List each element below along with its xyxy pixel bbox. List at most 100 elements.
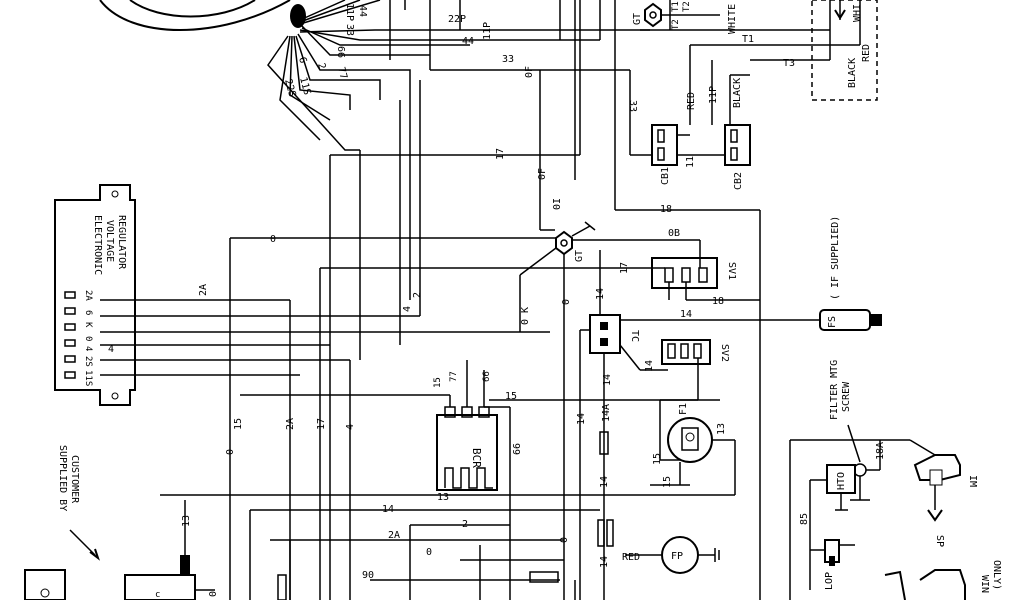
f1-label: F1: [678, 403, 689, 415]
circuit-breakers: CB1 CB2 11 RED 11P BLACK: [651, 45, 751, 190]
sp-label: SP: [934, 535, 945, 547]
wire-17: 17: [495, 148, 506, 160]
wire-14-top: 14: [595, 288, 606, 300]
label-11s: 11S: [297, 76, 312, 96]
hto-label: HTO: [836, 472, 847, 490]
wire-2a-lower: 2A: [285, 418, 296, 430]
harness-fan: [267, 0, 650, 300]
wire-11p: 11P: [708, 86, 719, 104]
tc-label: TC: [629, 330, 640, 342]
voltage-regulator: ELECTRONIC VOLTAGE REGULATOR 2A 6 K 0 4 …: [54, 184, 136, 406]
label-33b: 33: [502, 54, 514, 65]
f1-fuse: F1 13 15 15 13: [160, 403, 736, 503]
wire-13-mid: 13: [437, 492, 449, 503]
filter-label-1: FILTER MTG: [829, 360, 840, 420]
fs-label: FS: [827, 316, 838, 328]
wire-2a-bottom: 2A: [388, 530, 400, 541]
bcr: BCR 15 77 66 66 15: [240, 360, 720, 600]
wire-0k: 0 K: [520, 307, 531, 325]
harness-labels: 22S 11S 6 2 77 66 33 11P 44 22P 44 11P 3…: [282, 3, 535, 98]
win-label-2: ONLY): [991, 560, 1002, 590]
wire-0i: 0I: [552, 198, 563, 210]
wire-90: 90: [362, 570, 374, 581]
label-44b: 44: [462, 36, 474, 47]
wire-2: 2: [412, 292, 423, 298]
wire-4-reg: 4: [108, 344, 114, 355]
color-red: RED: [686, 92, 697, 110]
wire-0-top: 0: [270, 234, 276, 245]
fs-switch: FS ( IF SUPPLIED) 14: [610, 216, 882, 331]
reg-terminal-0: 0: [83, 336, 93, 341]
sv2-label: SV2: [719, 344, 730, 362]
t1-label: T1: [671, 1, 681, 12]
label-11p: 11P: [344, 3, 355, 21]
bcr-pin-66: 66: [482, 371, 492, 382]
wire-0-bottom: 0: [426, 547, 432, 558]
t2-label-b: T2: [671, 19, 681, 30]
customer-label-2: CUSTOMER: [69, 455, 80, 504]
lop-label: LOP: [824, 572, 835, 590]
wire-0-lower: 0: [225, 449, 236, 455]
gt-top-label: GT: [632, 13, 643, 25]
gt-terminal: GT 0B 0: [519, 221, 700, 600]
gt-terminal-top: GT T1 T2 T2: [632, 1, 720, 30]
wire-18: 18: [660, 204, 672, 215]
fs-note: ( IF SUPPLIED): [830, 216, 841, 300]
color-black-box: BLACK: [847, 58, 858, 88]
wire-0-bottom2: 0: [559, 537, 570, 543]
wire-17-sv1: 17: [619, 262, 630, 274]
wire-11: 11: [685, 156, 696, 168]
reg-terminal-6: 6: [83, 310, 93, 315]
fp-pump: FP RED: [622, 536, 720, 574]
stator-arc: [99, 0, 306, 31]
bus-lines: [329, 0, 761, 600]
reg-terminal-4: 4: [83, 346, 93, 351]
color-red-box: RED: [861, 44, 872, 62]
t1-wire: T1: [742, 34, 754, 45]
wire-labels-lower: 15 0 2A 17 4 14A 14 14 2A 2 0 0 14 90: [225, 404, 612, 581]
wire-18-sv1: 18: [712, 296, 724, 307]
wire-0f: 0F: [537, 168, 548, 180]
win-label-1: WIN: [979, 575, 990, 593]
sv1-label: SV1: [726, 262, 737, 280]
label-22s: 22S: [282, 78, 297, 98]
output-leads: WHITE T1 T3 BLACK RED WHI: [690, 0, 878, 101]
label-2: 2: [315, 62, 327, 71]
wire-14-lower: 14: [599, 476, 610, 488]
tc-switch: TC 14 14 14: [576, 314, 668, 600]
reg-terminal-2a: 2A: [83, 290, 93, 301]
wire-14-sv2: 14: [644, 360, 655, 372]
customer-label-1: SUPPLIED BY: [57, 445, 68, 511]
reg-terminal-11s: 11S: [83, 370, 93, 386]
regulator-title-2: VOLTAGE: [104, 220, 115, 262]
color-whi: WHI: [852, 4, 863, 22]
color-white: WHITE: [727, 4, 738, 34]
wire-17-lower: 17: [316, 418, 327, 430]
wire-15-bcr: 15: [505, 391, 517, 402]
label-0f: 0F: [524, 66, 535, 78]
regulator-title-1: ELECTRONIC: [92, 215, 103, 275]
bcr-pin-77: 77: [449, 371, 459, 382]
label-44: 44: [357, 5, 368, 17]
t2-label: T2: [682, 1, 692, 12]
color-black: BLACK: [732, 78, 743, 108]
sv1: SV1 18 14: [595, 240, 760, 320]
wire-14a: 14A: [601, 404, 612, 422]
bcr-pin-15: 15: [433, 377, 443, 388]
gt-label: GT: [574, 250, 585, 262]
customer-section: SUPPLIED BY CUSTOMER c 13 0: [24, 445, 219, 600]
lower-wiring: [249, 431, 614, 600]
t3-wire: T3: [783, 58, 795, 69]
engine-sensors: FILTER MTG SCREW 18A HTO 85 LOP IM SP WI…: [789, 360, 1002, 600]
wire-15-f1b: 15: [662, 476, 673, 488]
wire-14-fs: 14: [680, 309, 692, 320]
wire-15: 15: [233, 418, 244, 430]
im-label: IM: [967, 475, 978, 487]
wire-4-lower: 4: [345, 424, 356, 430]
wire-0-customer: 0: [208, 591, 219, 597]
wire-14-tc: 14: [602, 374, 613, 386]
wire-bundle-clamp: [290, 4, 306, 28]
label-33: 33: [344, 24, 355, 36]
wire-15-f1: 15: [652, 453, 663, 465]
